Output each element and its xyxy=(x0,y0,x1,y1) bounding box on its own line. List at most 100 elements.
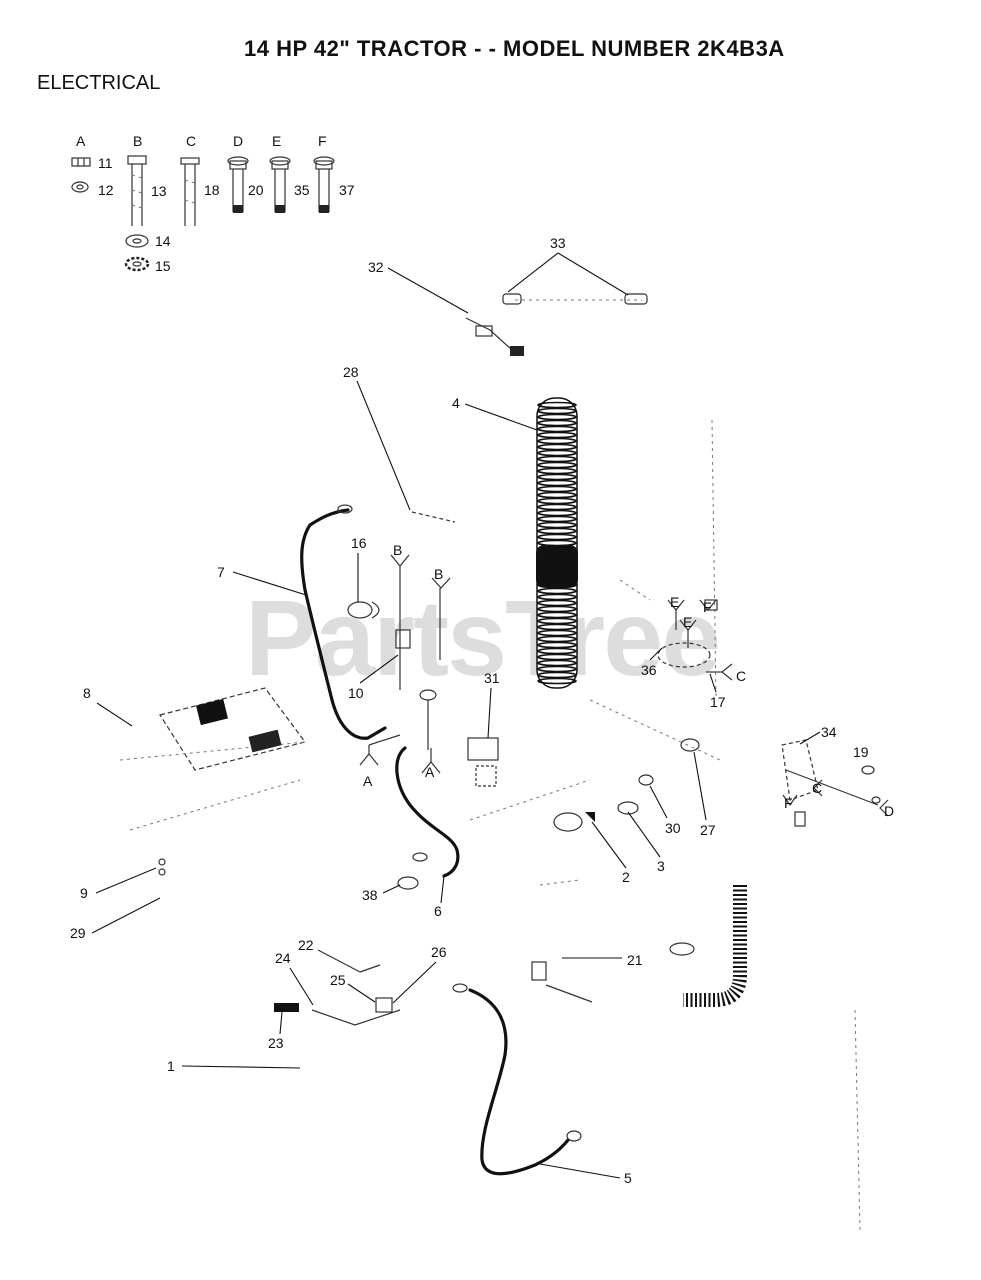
conduit-rib xyxy=(537,455,577,463)
callout-29: 29 xyxy=(70,925,86,941)
battery-tray xyxy=(119,687,307,831)
fuse-bracket xyxy=(781,739,881,827)
conduit-rib xyxy=(537,437,577,445)
callout-6: 6 xyxy=(434,903,442,919)
callout-10: 10 xyxy=(348,685,364,701)
callout-31: 31 xyxy=(484,670,500,686)
conduit-rib xyxy=(537,653,577,661)
flat-washer-icon xyxy=(125,234,149,248)
callout-24: 24 xyxy=(275,950,291,966)
frame-outline xyxy=(469,419,861,1231)
conduit-rib xyxy=(537,599,577,607)
conduit-rib xyxy=(537,419,577,427)
callout-3: 3 xyxy=(657,858,665,874)
connector-c-symbol xyxy=(706,663,733,681)
callout-25: 25 xyxy=(330,972,346,988)
conduit-rib xyxy=(537,677,577,685)
hardware-number-18: 18 xyxy=(204,182,220,198)
conduit-rib xyxy=(537,623,577,631)
connector-e-label: E xyxy=(683,614,692,630)
bent-conduit xyxy=(669,885,747,1007)
cable-7 xyxy=(300,508,387,740)
conduit-rib xyxy=(537,413,577,421)
conduit-rib xyxy=(537,593,577,601)
conduit-rib xyxy=(537,617,577,625)
connector-c-label: C xyxy=(812,780,822,796)
hardware-number-13: 13 xyxy=(151,183,167,199)
conduit-rib xyxy=(537,401,577,409)
flange-bolt-icon xyxy=(313,156,335,213)
conduit-rib xyxy=(537,533,577,541)
conduit-rib xyxy=(537,485,577,493)
switch-bracket xyxy=(657,599,718,668)
flange-bolt-icon xyxy=(227,156,249,213)
hardware-number-14: 14 xyxy=(155,233,171,249)
conduit-rib xyxy=(537,467,577,475)
callout-23: 23 xyxy=(268,1035,284,1051)
callout-4: 4 xyxy=(452,395,460,411)
conduit-rib xyxy=(537,479,577,487)
callout-27: 27 xyxy=(700,822,716,838)
hardware-number-11: 11 xyxy=(98,155,113,171)
connector-b-symbol xyxy=(390,554,451,589)
hardware-number-35: 35 xyxy=(294,182,310,198)
conduit-rib xyxy=(537,443,577,451)
headlight-wiring xyxy=(465,293,648,356)
callout-19: 19 xyxy=(853,744,869,760)
screw-icon xyxy=(158,858,166,876)
callout-32: 32 xyxy=(368,259,384,275)
connector-d-label: D xyxy=(884,803,894,819)
hardware-number-37: 37 xyxy=(339,182,355,198)
conduit-rib xyxy=(537,449,577,457)
connector-a-label: A xyxy=(425,764,435,780)
ignition-components xyxy=(347,511,456,750)
connector-e-label: E xyxy=(670,594,679,610)
callout-36: 36 xyxy=(641,662,657,678)
conduit-rib xyxy=(537,605,577,613)
long-bolt-icon xyxy=(127,155,147,226)
callout-22: 22 xyxy=(298,937,314,953)
connector-f-label: F xyxy=(784,795,793,811)
switch-assembly xyxy=(531,961,593,1003)
connector-a-label: A xyxy=(363,773,373,789)
connector-c-symbol xyxy=(813,779,823,797)
conduit-rib xyxy=(537,611,577,619)
page-title: 14 HP 42" TRACTOR - - MODEL NUMBER 2K4B3… xyxy=(244,36,785,61)
conduit-rib xyxy=(537,671,577,679)
callout-7: 7 xyxy=(217,564,225,580)
corrugated-conduit xyxy=(536,397,578,689)
flange-bolt-icon xyxy=(269,156,291,213)
hardware-column-c: C xyxy=(186,133,196,149)
callout-5: 5 xyxy=(624,1170,632,1186)
conduit-rib xyxy=(537,431,577,439)
hardware-key: A B C D E F 11 12 13 xyxy=(71,133,355,274)
callout-21: 21 xyxy=(627,952,643,968)
section-heading: ELECTRICAL xyxy=(37,72,161,94)
connector-b-label: B xyxy=(393,542,402,558)
callout-17: 17 xyxy=(710,694,726,710)
hardware-column-d: D xyxy=(233,133,243,149)
callout-16: 16 xyxy=(351,535,367,551)
callout-30: 30 xyxy=(665,820,681,836)
conduit-rib xyxy=(537,647,577,655)
cable-6 xyxy=(395,746,460,878)
lock-washer-icon xyxy=(71,181,89,193)
star-washer-icon xyxy=(124,256,150,272)
connector-e-symbol xyxy=(667,599,697,648)
conduit-rib xyxy=(537,587,577,595)
conduit-rib xyxy=(537,473,577,481)
conduit-rib xyxy=(537,461,577,469)
solenoid-assembly xyxy=(467,737,700,886)
hardware-number-12: 12 xyxy=(98,182,114,198)
callout-2: 2 xyxy=(622,869,630,885)
hardware-column-e: E xyxy=(272,133,281,149)
screw-icon xyxy=(180,157,200,226)
callout-1: 1 xyxy=(167,1058,175,1074)
cable-5 xyxy=(468,988,570,1176)
callout-28: 28 xyxy=(343,364,359,380)
conduit-rib xyxy=(537,509,577,517)
conduit-rib xyxy=(537,629,577,637)
hardware-number-20: 20 xyxy=(248,182,264,198)
connector-c-label: C xyxy=(736,668,746,684)
